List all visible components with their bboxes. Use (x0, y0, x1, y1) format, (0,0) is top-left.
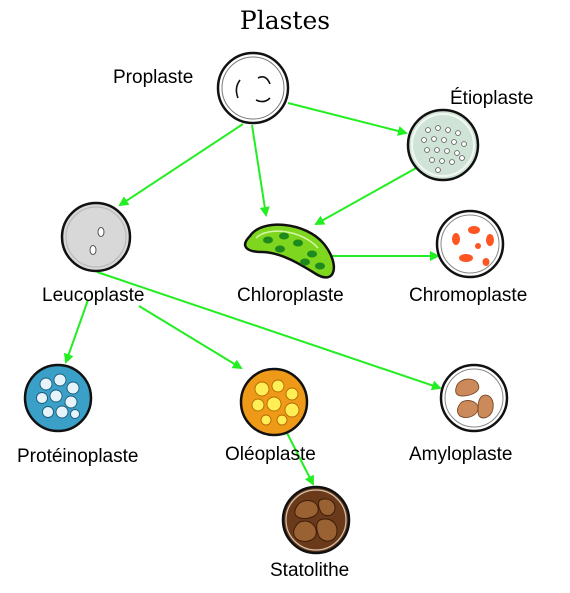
chromoplaste-organelle (435, 209, 505, 279)
label-amyloplaste: Amyloplaste (409, 444, 513, 465)
amyloplaste-organelle (439, 363, 509, 433)
label-proplaste: Proplaste (113, 67, 194, 88)
label-chromoplaste: Chromoplaste (409, 285, 528, 306)
arrow-etioplaste-chloroplaste (314, 166, 419, 225)
diagram-title: Plastes (239, 6, 331, 35)
proplaste-organelle (216, 51, 290, 125)
label-leucoplaste: Leucoplaste (42, 285, 145, 306)
arrow-proplaste-etioplaste (287, 102, 408, 136)
label-proteinoplaste: Protéinoplaste (17, 446, 139, 467)
arrow-leucoplaste-proteinoplaste (63, 299, 89, 364)
statolithe-organelle (281, 485, 351, 555)
chloroplaste-organelle (243, 223, 336, 279)
label-oleoplaste: Oléoplaste (225, 444, 316, 465)
oleoplaste-organelle (239, 367, 309, 437)
label-chloroplaste: Chloroplaste (237, 285, 344, 306)
arrow-oleoplaste-statolithe (286, 432, 314, 486)
leucoplaste-organelle (60, 201, 132, 273)
label-statolithe: Statolithe (270, 560, 350, 581)
arrow-leucoplaste-amyloplaste (96, 271, 442, 391)
arrows (63, 102, 442, 486)
arrow-proplaste-chloroplaste (251, 124, 270, 217)
etioplaste-organelle (406, 108, 480, 182)
arrow-proplaste-leucoplaste (118, 123, 244, 207)
proteinoplaste-organelle (23, 363, 93, 433)
label-etioplaste: Étioplaste (450, 88, 534, 109)
arrow-leucoplaste-oleoplaste (138, 305, 243, 370)
